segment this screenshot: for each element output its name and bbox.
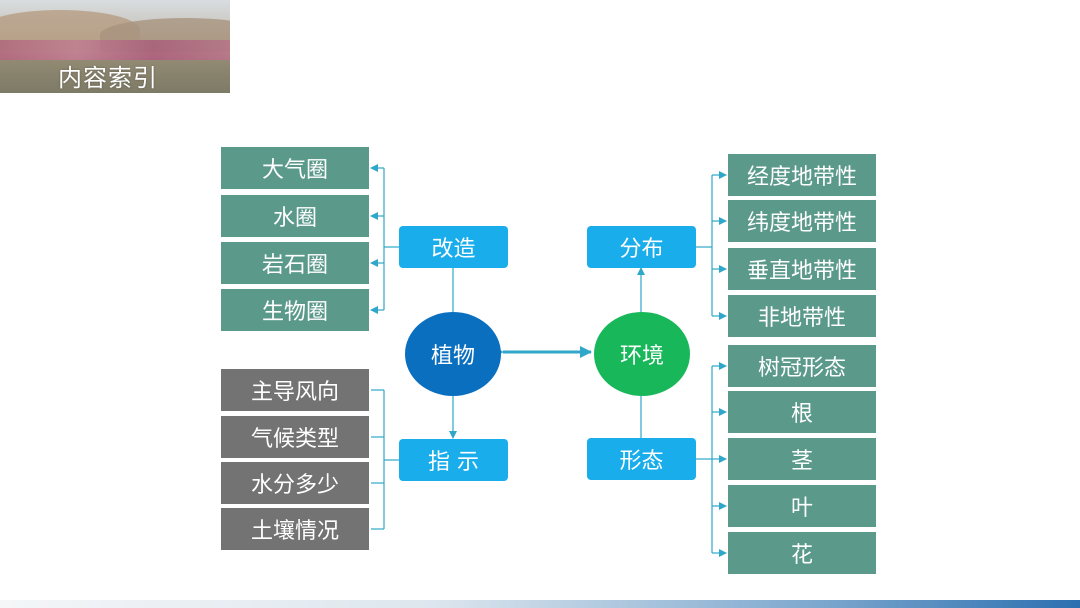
indicate-item: 气候类型 xyxy=(221,416,369,458)
indicate-item: 水分多少 xyxy=(221,462,369,504)
distribution-item: 纬度地带性 xyxy=(728,200,876,242)
transform-item: 水圈 xyxy=(221,195,369,237)
form-item: 花 xyxy=(728,532,876,574)
transform-item: 大气圈 xyxy=(221,147,369,189)
hub-indicate: 指 示 xyxy=(399,439,508,481)
distribution-item: 垂直地带性 xyxy=(728,248,876,290)
page-title: 内容索引 xyxy=(58,64,158,92)
footer-gradient-bar xyxy=(0,600,1080,608)
environment-circle: 环境 xyxy=(594,312,690,396)
transform-item: 岩石圈 xyxy=(221,242,369,284)
hub-form: 形态 xyxy=(587,438,696,480)
transform-item: 生物圈 xyxy=(221,289,369,331)
hub-transform: 改造 xyxy=(399,226,508,268)
form-item: 茎 xyxy=(728,438,876,480)
banner-ground xyxy=(0,60,230,93)
distribution-item: 经度地带性 xyxy=(728,154,876,196)
form-item: 叶 xyxy=(728,485,876,527)
form-item: 根 xyxy=(728,391,876,433)
plant-circle: 植物 xyxy=(405,312,501,396)
header-banner-image xyxy=(0,0,230,93)
banner-flower-field xyxy=(0,40,230,62)
indicate-item: 土壤情况 xyxy=(221,508,369,550)
hub-distribution: 分布 xyxy=(587,226,696,268)
distribution-item: 非地带性 xyxy=(728,295,876,337)
indicate-item: 主导风向 xyxy=(221,369,369,411)
form-item: 树冠形态 xyxy=(728,345,876,387)
